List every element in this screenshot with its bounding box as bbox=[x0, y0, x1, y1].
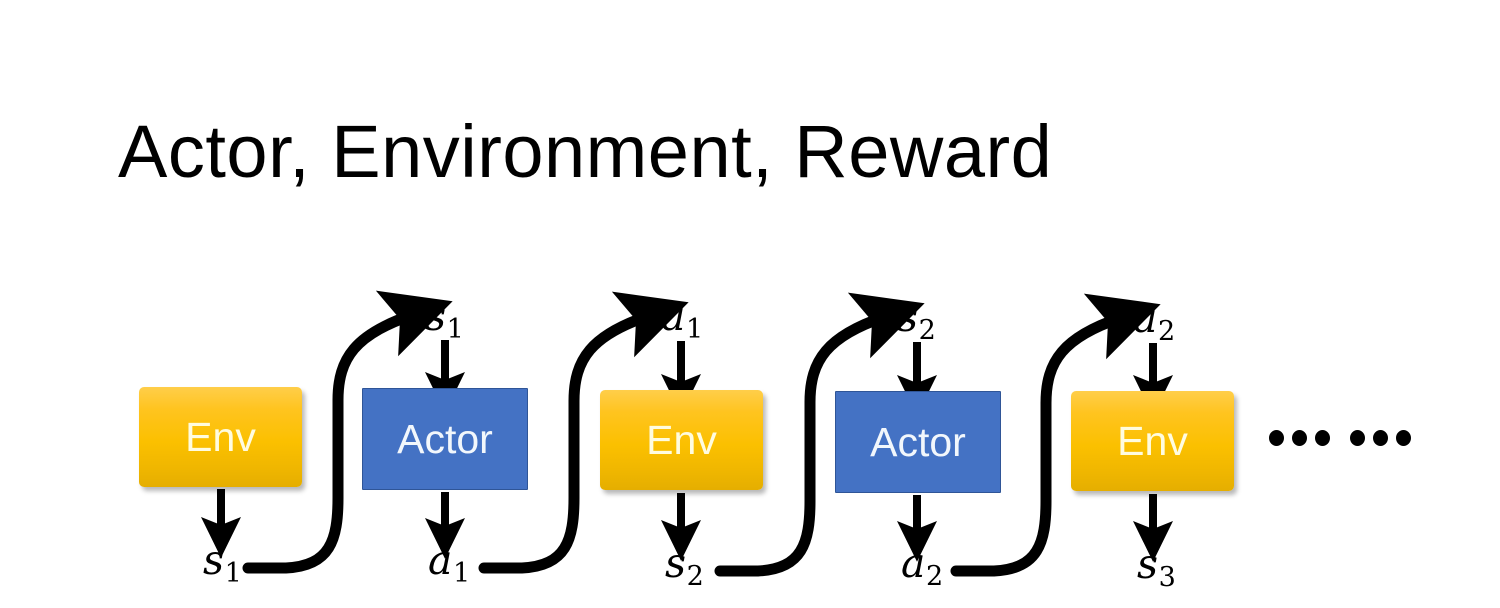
label-subscript: 2 bbox=[918, 315, 936, 347]
node-label: Env bbox=[185, 413, 256, 460]
flow-curve-c1 bbox=[242, 290, 453, 574]
continuation-ellipsis bbox=[1269, 430, 1411, 446]
ellipsis-gap bbox=[1338, 438, 1342, 439]
flow-curve-group bbox=[242, 290, 1161, 577]
node-label: Env bbox=[646, 416, 717, 463]
label-subscript: 2 bbox=[925, 561, 944, 593]
state-action-top-label-t4: a2 bbox=[1133, 298, 1175, 346]
page-title: Actor, Environment, Reward bbox=[118, 110, 1053, 193]
label-base: a bbox=[661, 292, 686, 340]
ellipsis-dot bbox=[1373, 430, 1388, 446]
node-env1[interactable]: Env bbox=[139, 387, 302, 487]
node-actor1[interactable]: Actor bbox=[362, 388, 528, 490]
ellipsis-dot bbox=[1269, 430, 1284, 446]
node-env2[interactable]: Env bbox=[600, 390, 763, 490]
label-base: s bbox=[425, 292, 447, 340]
label-subscript: 1 bbox=[452, 558, 471, 590]
label-subscript: 1 bbox=[685, 314, 704, 346]
node-env3[interactable]: Env bbox=[1071, 391, 1234, 491]
node-actor2[interactable]: Actor bbox=[835, 391, 1001, 493]
node-label: Actor bbox=[870, 418, 966, 465]
node-label: Actor bbox=[397, 415, 493, 462]
state-action-bottom-label-b3: s2 bbox=[665, 543, 704, 591]
ellipsis-dot bbox=[1315, 430, 1330, 446]
label-base: s bbox=[665, 539, 687, 587]
flow-curve-c4 bbox=[950, 293, 1161, 577]
label-subscript: 1 bbox=[446, 314, 464, 346]
label-base: a bbox=[1133, 294, 1158, 342]
label-base: s bbox=[897, 293, 919, 341]
ellipsis-dot bbox=[1350, 430, 1365, 446]
state-action-top-label-t1: s1 bbox=[425, 296, 464, 344]
state-action-top-label-t2: a1 bbox=[661, 296, 703, 344]
state-action-top-label-t3: s2 bbox=[897, 297, 936, 345]
state-action-bottom-label-b1: s1 bbox=[203, 540, 242, 588]
label-subscript: 1 bbox=[224, 558, 242, 590]
node-label: Env bbox=[1117, 417, 1188, 464]
ellipsis-dot bbox=[1396, 430, 1411, 446]
label-base: a bbox=[901, 539, 926, 587]
label-subscript: 3 bbox=[1158, 562, 1176, 594]
flow-curve-c2 bbox=[478, 291, 689, 574]
ellipsis-dot bbox=[1292, 430, 1307, 446]
label-base: a bbox=[428, 536, 453, 584]
flow-curve-c3 bbox=[714, 292, 925, 577]
label-subscript: 2 bbox=[686, 561, 704, 593]
label-subscript: 2 bbox=[1157, 316, 1176, 348]
state-action-bottom-label-b5: s3 bbox=[1137, 544, 1176, 592]
label-base: s bbox=[203, 536, 225, 584]
state-action-bottom-label-b2: a1 bbox=[428, 540, 470, 588]
label-base: s bbox=[1137, 540, 1159, 588]
state-action-bottom-label-b4: a2 bbox=[901, 543, 943, 591]
